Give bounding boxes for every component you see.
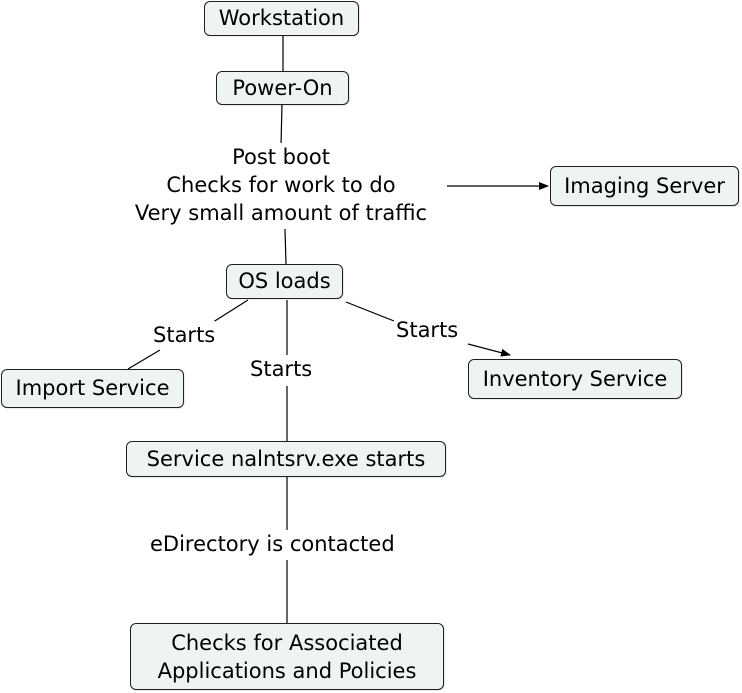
inventory-service-node[interactable]: Inventory Service xyxy=(468,359,682,399)
import-service-node[interactable]: Import Service xyxy=(1,369,184,408)
imaging-server-label: Imaging Server xyxy=(564,173,725,198)
link-os-starts-inventory xyxy=(345,301,395,322)
checks-associated-line1: Checks for Associated xyxy=(171,630,403,655)
power-on-label: Power-On xyxy=(232,75,333,100)
workstation-node[interactable]: Workstation xyxy=(204,1,359,36)
post-boot-label: Post boot Checks for work to do Very sma… xyxy=(116,143,446,227)
workstation-label: Workstation xyxy=(218,6,345,30)
starts-inventory-label: Starts xyxy=(396,316,459,344)
os-loads-label: OS loads xyxy=(238,269,331,293)
post-boot-line1: Post boot xyxy=(232,145,330,169)
link-os-starts-import xyxy=(209,299,249,325)
checks-associated-node[interactable]: Checks for Associated Applications and P… xyxy=(130,623,444,690)
inventory-service-label: Inventory Service xyxy=(482,366,668,391)
checks-associated-line2: Applications and Policies xyxy=(157,658,417,683)
link-poweron-postboot xyxy=(280,103,283,146)
imaging-server-node[interactable]: Imaging Server xyxy=(550,166,739,206)
os-loads-node[interactable]: OS loads xyxy=(226,264,343,299)
edirectory-label: eDirectory is contacted xyxy=(150,530,395,558)
link-starts-inventory-box xyxy=(467,343,511,357)
starts-service-label: Starts xyxy=(250,355,313,383)
import-service-label: Import Service xyxy=(15,376,170,400)
service-nalntsrv-label: Service nalntsrv.exe starts xyxy=(146,446,426,471)
starts-import-label: Starts xyxy=(153,321,216,349)
service-nalntsrv-node[interactable]: Service nalntsrv.exe starts xyxy=(126,441,446,477)
power-on-node[interactable]: Power-On xyxy=(216,71,349,105)
post-boot-line2: Checks for work to do xyxy=(166,173,396,197)
link-starts-import-box xyxy=(127,349,161,370)
post-boot-line3: Very small amount of traffic xyxy=(134,201,428,225)
link-postboot-os xyxy=(284,228,287,265)
